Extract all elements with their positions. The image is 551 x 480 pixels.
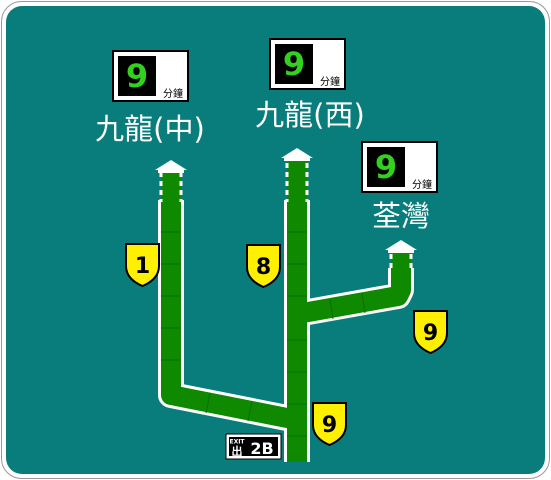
destination-tsuen-wan: 荃灣 — [372, 199, 430, 233]
time-value-kowloon-central: 9 — [126, 57, 148, 95]
svg-text:9: 9 — [423, 321, 438, 346]
road-branch-kowloon-central — [161, 200, 299, 430]
time-box-kowloon-central: 9 分鐘 — [112, 50, 189, 102]
svg-text:9: 9 — [322, 413, 337, 438]
time-unit-tsuen-wan: 分鐘 — [412, 178, 432, 191]
time-unit-kowloon-central: 分鐘 — [163, 87, 183, 100]
road-branch-tsuen-wan — [295, 268, 411, 324]
svg-text:1: 1 — [135, 254, 150, 279]
exit-word: EXIT — [229, 439, 245, 446]
route-shield-9-tsuen-wan: 9 — [413, 310, 448, 355]
time-box-kowloon-west: 9 分鐘 — [269, 38, 346, 90]
time-value-kowloon-west: 9 — [283, 45, 305, 83]
exit-tab: EXIT 出 2B — [225, 433, 282, 460]
exit-char: 出 — [232, 444, 243, 458]
svg-text:8: 8 — [256, 255, 271, 280]
road-segment-lines — [161, 231, 366, 437]
arrow-kowloon-west — [281, 148, 313, 202]
time-unit-kowloon-west: 分鐘 — [320, 75, 340, 88]
time-value-tsuen-wan: 9 — [375, 148, 397, 186]
destination-kowloon-central: 九龍(中) — [95, 112, 205, 146]
route-shield-1: 1 — [125, 243, 160, 288]
time-box-tsuen-wan: 9 分鐘 — [361, 141, 438, 193]
destination-kowloon-west: 九龍(西) — [255, 98, 365, 132]
route-shield-9-trunk: 9 — [312, 402, 347, 447]
route-shield-8: 8 — [246, 244, 281, 289]
road-diagram — [158, 200, 414, 462]
panel-background — [6, 6, 545, 474]
arrow-kowloon-central — [155, 160, 187, 202]
arrow-tsuen-wan — [385, 240, 417, 272]
exit-number: 2B — [250, 439, 273, 458]
